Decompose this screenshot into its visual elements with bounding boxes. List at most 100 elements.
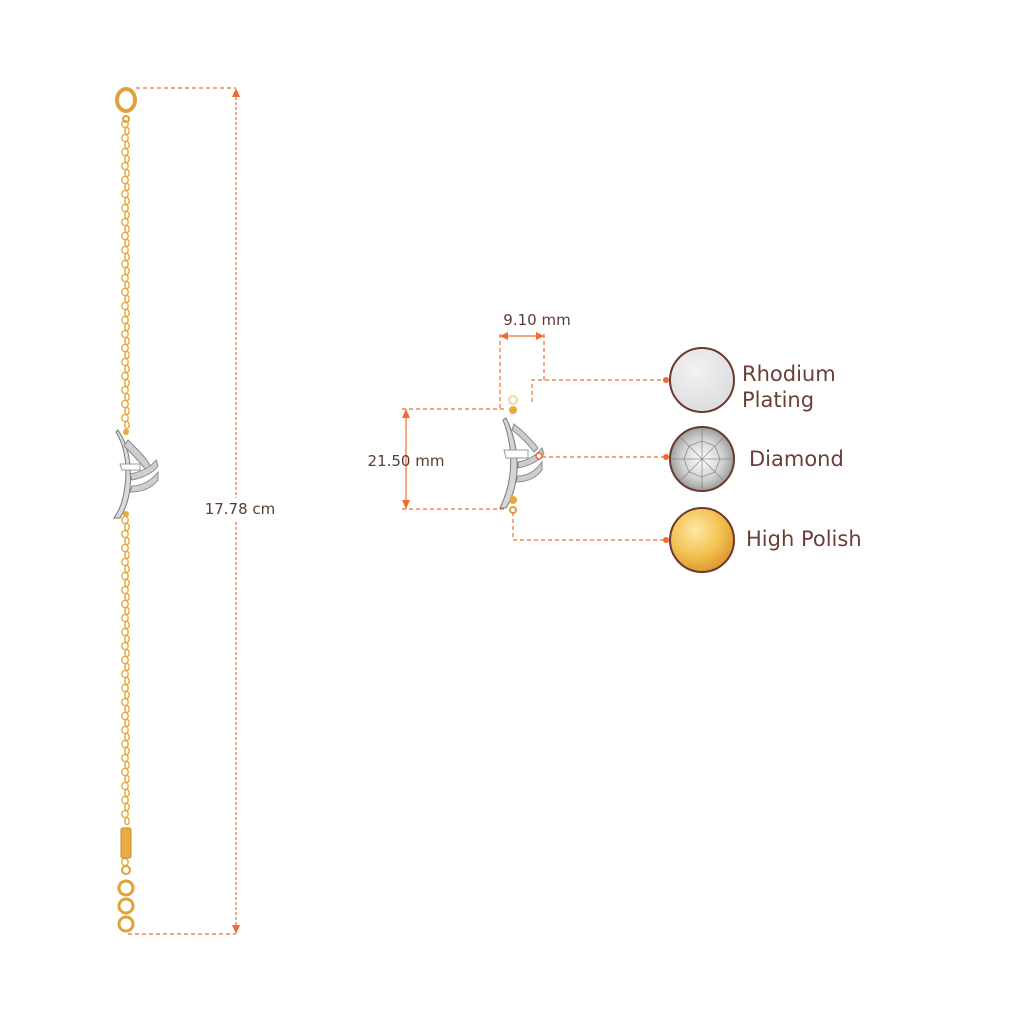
chain-link xyxy=(121,329,129,339)
chain-link xyxy=(124,746,130,756)
chain-link xyxy=(121,515,129,525)
swatch-leader-lines xyxy=(512,379,664,541)
chain-link xyxy=(124,802,130,812)
chain-link xyxy=(121,287,129,297)
chain-link xyxy=(121,385,129,395)
swatch-leader-dots xyxy=(663,377,669,543)
chain-link xyxy=(124,648,130,658)
chain-link xyxy=(124,280,130,290)
chain-link xyxy=(121,683,129,693)
chain-link xyxy=(124,168,130,178)
chain-link xyxy=(121,641,129,651)
chain-link xyxy=(121,189,129,199)
chain-link xyxy=(121,413,129,423)
chain-link xyxy=(124,182,130,192)
chain-link xyxy=(121,725,129,735)
chain-link xyxy=(124,224,130,234)
chain-link xyxy=(124,536,130,546)
chain-link xyxy=(124,140,130,150)
high-polish-swatch xyxy=(669,507,735,573)
chain-link xyxy=(121,175,129,185)
chain-link xyxy=(124,378,130,388)
rhodium-label-line2: Plating xyxy=(742,388,815,412)
rhodium-plating-label: Rhodium Plating xyxy=(742,361,836,413)
chain-link xyxy=(121,147,129,157)
length-label: 17.78 cm xyxy=(205,500,276,518)
chain-link xyxy=(121,273,129,283)
chain-link xyxy=(124,266,130,276)
chain-link xyxy=(121,161,129,171)
rhodium-label-line1: Rhodium xyxy=(742,362,836,386)
chain-link xyxy=(124,662,130,672)
height-label: 21.50 mm xyxy=(368,452,445,470)
chain-link xyxy=(124,406,130,416)
chain-lower xyxy=(121,515,130,867)
bracelet-full-view xyxy=(113,87,159,933)
chain-link xyxy=(121,133,129,143)
width-dimension xyxy=(499,332,545,410)
chain-link xyxy=(121,697,129,707)
chain-link xyxy=(121,809,129,819)
chain-link xyxy=(121,399,129,409)
pendant-detail-view xyxy=(499,395,545,514)
chain-link xyxy=(124,760,130,770)
chain-link xyxy=(121,301,129,311)
chain-link xyxy=(121,627,129,637)
chain-link xyxy=(121,203,129,213)
chain-link xyxy=(124,322,130,332)
chain-link xyxy=(121,655,129,665)
chain-link xyxy=(124,788,130,798)
chain-link xyxy=(124,196,130,206)
chain-upper xyxy=(121,119,130,430)
chain-link xyxy=(124,704,130,714)
chain-link xyxy=(124,154,130,164)
length-dimension xyxy=(128,87,240,935)
chain-link xyxy=(121,557,129,567)
chain-link xyxy=(124,690,130,700)
chain-link xyxy=(121,739,129,749)
rhodium-plating-swatch xyxy=(669,347,735,413)
chain-link xyxy=(124,718,130,728)
chain-link xyxy=(124,592,130,602)
chain-link xyxy=(124,252,130,262)
chain-link xyxy=(121,315,129,325)
chain-link xyxy=(124,308,130,318)
chain-link xyxy=(124,364,130,374)
height-dimension xyxy=(402,408,506,510)
bracelet-wing-motif xyxy=(113,429,159,519)
chain-link xyxy=(124,210,130,220)
chain-link xyxy=(124,676,130,686)
chain-link xyxy=(121,585,129,595)
chain-link xyxy=(121,753,129,763)
chain-link xyxy=(124,578,130,588)
lobster-clasp xyxy=(115,87,137,123)
chain-link xyxy=(124,634,130,644)
high-polish-label: High Polish xyxy=(746,527,862,551)
chain-link xyxy=(121,571,129,581)
chain-link xyxy=(121,357,129,367)
chain-link xyxy=(121,543,129,553)
chain-link xyxy=(121,711,129,721)
chain-link xyxy=(121,231,129,241)
chain-link xyxy=(124,550,130,560)
chain-link xyxy=(121,613,129,623)
chain-link xyxy=(121,767,129,777)
chain-link xyxy=(121,371,129,381)
chain-link xyxy=(124,606,130,616)
chain-link xyxy=(124,126,130,136)
chain-link xyxy=(124,522,130,532)
chain-link xyxy=(124,392,130,402)
chain-link xyxy=(124,564,130,574)
chain-link xyxy=(121,245,129,255)
chain-link xyxy=(124,420,130,430)
width-label: 9.10 mm xyxy=(503,311,570,329)
diamond-swatch xyxy=(669,426,735,492)
chain-link xyxy=(124,238,130,248)
chain-link xyxy=(121,343,129,353)
chain-link xyxy=(124,620,130,630)
brand-tag xyxy=(120,827,132,859)
chain-link xyxy=(124,774,130,784)
chain-link xyxy=(121,529,129,539)
chain-link xyxy=(124,336,130,346)
